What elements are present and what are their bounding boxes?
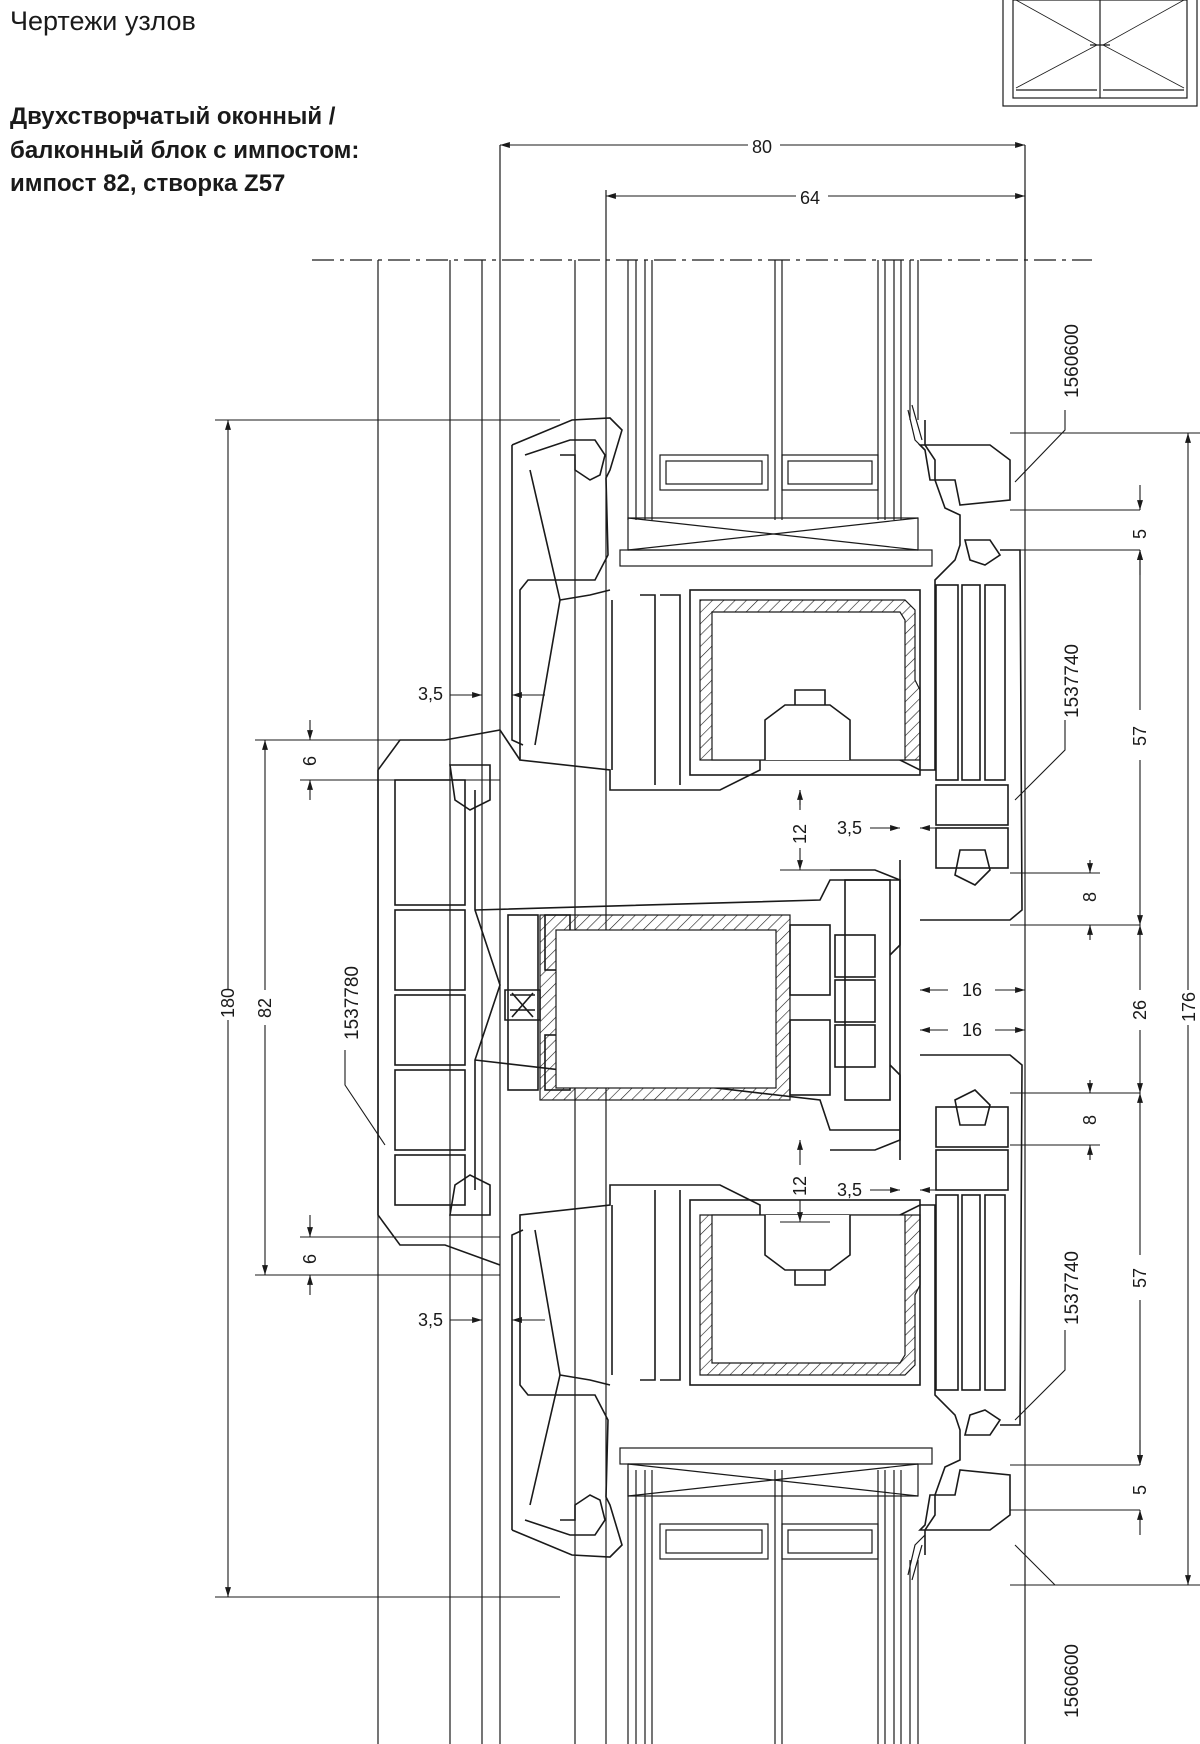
- dim-seal-bottom: 8: [1080, 1115, 1100, 1125]
- dim-gap-bottom: 3,5: [418, 1310, 443, 1330]
- dim-mullion-step-bottom: 6: [300, 1254, 320, 1264]
- dim-total-height-left: 180: [218, 988, 238, 1018]
- dim-rebate-top: 12: [790, 824, 810, 844]
- dim-mullion-step-top: 6: [300, 756, 320, 766]
- upper-sash-profile: [511, 417, 1023, 921]
- glazing-bead-top: [907, 404, 926, 451]
- part-number-sash-bottom: 1537740: [1062, 1251, 1083, 1325]
- dim-sash-height-bottom: 57: [1130, 1268, 1150, 1288]
- window-thumbnail-icon: [1002, 0, 1198, 107]
- part-number-mullion: 1537780: [342, 966, 363, 1040]
- dim-total-height-right: 176: [1179, 992, 1199, 1022]
- dim-rebate-bottom: 12: [790, 1176, 810, 1196]
- dim-center-gap: 26: [1130, 1000, 1150, 1020]
- section-title: Чертежи узлов: [10, 6, 196, 36]
- part-number-sash-top: 1537740: [1062, 644, 1083, 718]
- dim-inner-gap-top: 3,5: [837, 818, 862, 838]
- dim-glazing-width: 64: [800, 188, 820, 208]
- dim-offset-bottom: 5: [1130, 1485, 1150, 1495]
- part-number-bead-top: 1560600: [1062, 324, 1083, 398]
- dim-mullion-height: 82: [255, 998, 275, 1018]
- drawing-heading-line-3: импост 82, створка Z57: [10, 170, 286, 197]
- drawing-heading-line-1: Двухстворчатый оконный /: [10, 103, 336, 130]
- part-number-bead-bottom: 1560600: [1062, 1644, 1083, 1718]
- lower-sash-profile: [511, 1054, 1023, 1558]
- dim-overlap-bottom: 16: [962, 1020, 982, 1040]
- dim-overall-width: 80: [752, 137, 772, 157]
- dimension-lines: [215, 142, 1200, 1598]
- dim-inner-gap-bottom: 3,5: [837, 1180, 862, 1200]
- spacer-bars: [619, 454, 933, 1560]
- mullion-profile: [377, 729, 901, 1266]
- dim-gap-top: 3,5: [418, 684, 443, 704]
- dim-sash-height-top: 57: [1130, 726, 1150, 746]
- drawing-heading-line-2: балконный блок с импостом:: [10, 137, 360, 164]
- dim-overlap-top: 16: [962, 980, 982, 1000]
- dim-seal-top: 8: [1080, 892, 1100, 902]
- glazing-bead-bottom: [907, 1534, 926, 1581]
- dim-offset-top: 5: [1130, 529, 1150, 539]
- glazing-pane-lines: [627, 260, 919, 1744]
